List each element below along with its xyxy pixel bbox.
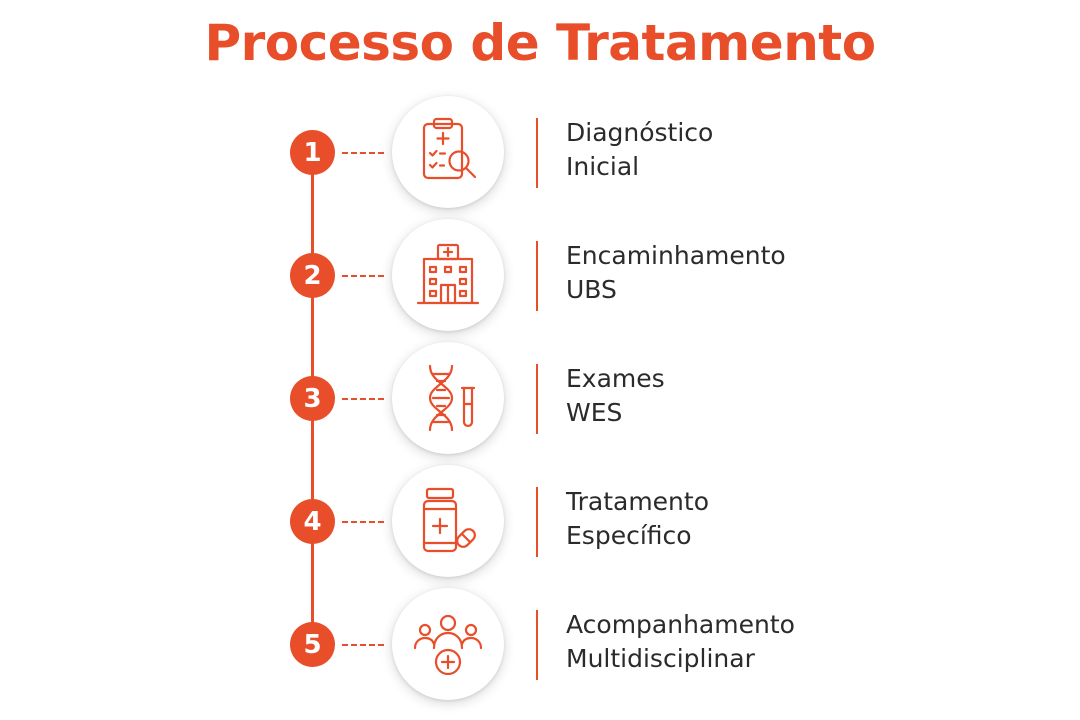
dashed-connector [342,398,384,400]
icon-circle [392,588,504,700]
step-3: 3 Exames WES [0,338,1080,458]
step-label-line1: Exames [566,364,665,393]
clipboard-magnifier-icon [422,117,477,180]
step-divider [536,118,538,188]
step-divider [536,364,538,434]
step-number-badge: 2 [290,253,335,298]
team-medical-icon [413,614,483,676]
icon-circle [392,465,504,577]
step-4: 4 Tratamento Específico [0,461,1080,581]
step-label: Diagnóstico Inicial [566,116,713,184]
medicine-bottle-pill-icon [422,487,476,553]
step-label-line2: WES [566,398,623,427]
step-label-line2: UBS [566,275,617,304]
step-label-line1: Acompanhamento [566,610,795,639]
step-divider [536,487,538,557]
dashed-connector [342,152,384,154]
dna-test-tube-icon [428,364,476,432]
icon-circle [392,96,504,208]
step-1: 1 Diagnóstico Inicial [0,92,1080,212]
dashed-connector [342,275,384,277]
step-label-line1: Encaminhamento [566,241,786,270]
step-number-badge: 1 [290,130,335,175]
step-divider [536,241,538,311]
dashed-connector [342,644,384,646]
step-2: 2 Encaminhamento UBS [0,215,1080,335]
page-title: Processo de Tratamento [204,14,876,72]
step-label: Acompanhamento Multidisciplinar [566,608,795,676]
step-label-line1: Tratamento [566,487,709,516]
dashed-connector [342,521,384,523]
step-label: Exames WES [566,362,665,430]
step-label-line2: Específico [566,521,692,550]
step-number-badge: 5 [290,622,335,667]
step-label-line2: Inicial [566,152,640,181]
icon-circle [392,219,504,331]
step-label: Tratamento Específico [566,485,709,553]
icon-circle [392,342,504,454]
step-5: 5 Acompanhamento Multidisciplinar [0,584,1080,704]
step-label-line2: Multidisciplinar [566,644,755,673]
step-label: Encaminhamento UBS [566,239,786,307]
step-label-line1: Diagnóstico [566,118,714,147]
step-divider [536,610,538,680]
step-number-badge: 3 [290,376,335,421]
step-number-badge: 4 [290,499,335,544]
hospital-building-icon [416,243,480,305]
